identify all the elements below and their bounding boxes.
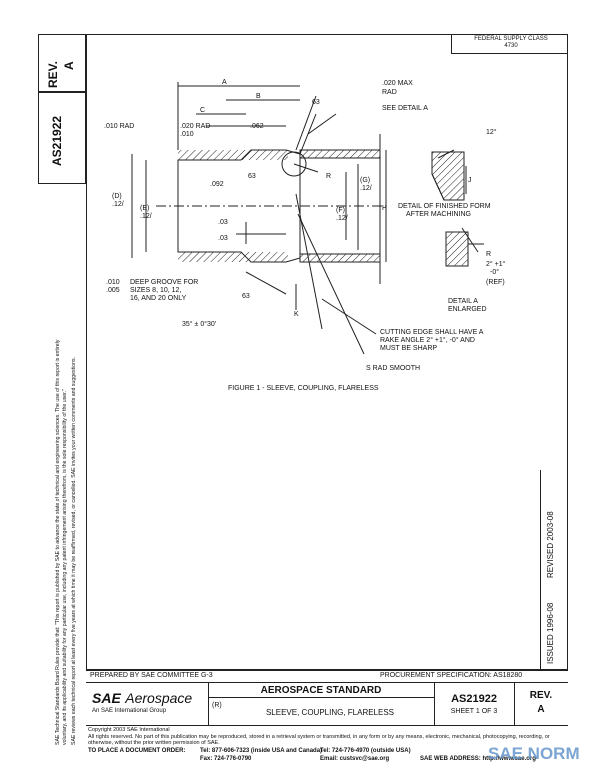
title-block-divider-1 — [208, 682, 209, 725]
svg-text:(REF): (REF) — [486, 279, 505, 286]
side-rev-value: A — [62, 61, 76, 70]
legal-notice-2: voluntary, and its applicability and sui… — [62, 389, 68, 745]
svg-text:.092: .092 — [210, 181, 224, 188]
svg-text:R: R — [326, 173, 331, 180]
revised-date: REVISED 2003-08 — [546, 511, 555, 578]
side-rev-box — [38, 34, 86, 92]
technical-drawing: A B C .020 MAX RAD SEE DETAIL A 63 .010 … — [104, 79, 506, 392]
svg-text:63: 63 — [312, 99, 320, 106]
sleeve-top-wall — [178, 150, 288, 160]
side-number-box — [38, 92, 86, 184]
svg-text:.12/: .12/ — [140, 213, 152, 220]
title-block-bottom-line — [86, 725, 568, 726]
svg-text:2° +1°: 2° +1° — [486, 260, 506, 268]
order-fax: Fax: 724-776-0790 — [200, 756, 252, 762]
svg-text:J: J — [468, 177, 472, 184]
svg-text:H: H — [382, 205, 387, 212]
svg-text:DETAIL A: DETAIL A — [448, 298, 478, 305]
svg-text:C: C — [200, 107, 205, 114]
svg-text:.12/: .12/ — [336, 215, 348, 222]
title-block-title-line — [208, 697, 434, 698]
svg-text:(F): (F) — [336, 207, 345, 214]
title-block-mid-line — [86, 682, 568, 683]
sae-logo-mark: SAE — [92, 690, 121, 706]
svg-text:35° ± 0°30': 35° ± 0°30' — [182, 320, 216, 328]
svg-text:.020 RAD: .020 RAD — [180, 123, 210, 130]
title-block-divider-2 — [434, 682, 435, 725]
svg-text:RAD: RAD — [382, 89, 397, 96]
svg-text:B: B — [256, 93, 261, 100]
svg-text:63: 63 — [242, 293, 250, 300]
svg-text:-0°: -0° — [490, 268, 499, 276]
svg-text:CUTTING EDGE SHALL HAVE A: CUTTING EDGE SHALL HAVE A — [380, 329, 484, 336]
sae-logo-subtitle: An SAE International Group — [92, 708, 167, 714]
svg-text:RAKE ANGLE 2° +1°, -0° AND: RAKE ANGLE 2° +1°, -0° AND — [380, 336, 475, 344]
legal-notice-3: SAE reviews each technical report at lea… — [71, 357, 77, 745]
svg-text:K: K — [294, 311, 299, 318]
detail-a-circle — [281, 151, 307, 177]
document-subtitle: SLEEVE, COUPLING, FLARELESS — [265, 708, 395, 717]
svg-text:A: A — [222, 79, 227, 86]
date-strip-divider — [540, 470, 541, 670]
legal-notice-1: SAE Technical Standards Board Rules prov… — [55, 339, 61, 745]
order-tel-2: Tel: 724-776-4970 (outside USA) — [320, 748, 411, 754]
sae-web-address: SAE WEB ADDRESS: http://www.sae.org — [420, 756, 536, 762]
svg-text:ENLARGED: ENLARGED — [448, 306, 487, 313]
side-doc-number: AS21922 — [50, 115, 64, 166]
drawing-frame — [86, 34, 568, 670]
svg-text:.062: .062 — [250, 123, 264, 130]
svg-text:.12/: .12/ — [112, 201, 124, 208]
svg-text:DEEP GROOVE FOR: DEEP GROOVE FOR — [130, 279, 198, 286]
federal-supply-line2: 4730 — [504, 43, 518, 49]
title-block-rev-label: REV. — [529, 690, 553, 701]
svg-text:.005: .005 — [106, 287, 120, 294]
svg-text:.03: .03 — [218, 235, 228, 242]
rights-notice: All rights reserved. No part of this pub… — [88, 734, 550, 746]
federal-supply-line1: FEDERAL SUPPLY CLASS — [474, 36, 548, 42]
svg-text:SEE DETAIL A: SEE DETAIL A — [382, 105, 428, 112]
svg-text:12°: 12° — [486, 128, 497, 136]
svg-text:.010: .010 — [180, 131, 194, 138]
svg-text:.12/: .12/ — [360, 185, 372, 192]
svg-text:FIGURE 1 - SLEEVE, COUPLING, F: FIGURE 1 - SLEEVE, COUPLING, FLARELESS — [228, 385, 379, 392]
svg-text:(D): (D) — [112, 193, 122, 200]
sae-logo: SAE Aerospace — [92, 690, 192, 708]
procurement-spec: PROCUREMENT SPECIFICATION: AS18280 — [380, 672, 523, 679]
order-label: TO PLACE A DOCUMENT ORDER: — [88, 748, 186, 754]
svg-text:63: 63 — [248, 173, 256, 180]
order-email: Email: custsvc@sae.org — [320, 756, 390, 762]
sheet-number: SHEET 1 OF 3 — [450, 708, 498, 715]
title-block-top-line — [86, 670, 568, 671]
svg-text:.010 RAD: .010 RAD — [104, 123, 134, 130]
svg-text:.03: .03 — [218, 219, 228, 226]
detail-a-enlarged — [445, 231, 469, 267]
svg-text:MUST BE SHARP: MUST BE SHARP — [380, 345, 437, 352]
svg-text:SIZES 8, 10, 12,: SIZES 8, 10, 12, — [130, 287, 181, 294]
svg-text:R: R — [486, 251, 491, 258]
federal-supply-box — [451, 34, 568, 54]
svg-text:S RAD SMOOTH: S RAD SMOOTH — [366, 365, 420, 372]
svg-text:DETAIL OF FINISHED FORM: DETAIL OF FINISHED FORM — [398, 203, 491, 210]
sae-logo-aerospace: Aerospace — [125, 690, 193, 706]
svg-text:(G): (G) — [360, 177, 370, 184]
order-tel-1: Tel: 877-606-7323 (inside USA and Canada… — [200, 748, 323, 754]
watermark: SAE NORM — [488, 744, 580, 763]
svg-text:.010: .010 — [106, 279, 120, 286]
title-block-rev-value: A — [537, 704, 545, 715]
sleeve-bottom-wall — [178, 252, 288, 262]
issued-date: ISSUED 1996-08 — [546, 602, 555, 664]
svg-text:(E): (E) — [140, 205, 149, 212]
title-block-divider-3 — [514, 682, 515, 725]
copyright: Copyright 2003 SAE International — [88, 727, 170, 733]
aerospace-standard-title: AEROSPACE STANDARD — [260, 685, 382, 696]
title-block-number: AS21922 — [451, 693, 497, 705]
svg-text:16, AND 20 ONLY: 16, AND 20 ONLY — [130, 295, 187, 302]
svg-text:.020 MAX: .020 MAX — [382, 80, 413, 87]
side-rev-label: REV. — [46, 61, 60, 88]
prepared-by: PREPARED BY SAE COMMITTEE G-3 — [90, 672, 213, 679]
svg-text:AFTER MACHINING: AFTER MACHINING — [406, 211, 471, 218]
title-r-mark: (R) — [212, 702, 222, 709]
